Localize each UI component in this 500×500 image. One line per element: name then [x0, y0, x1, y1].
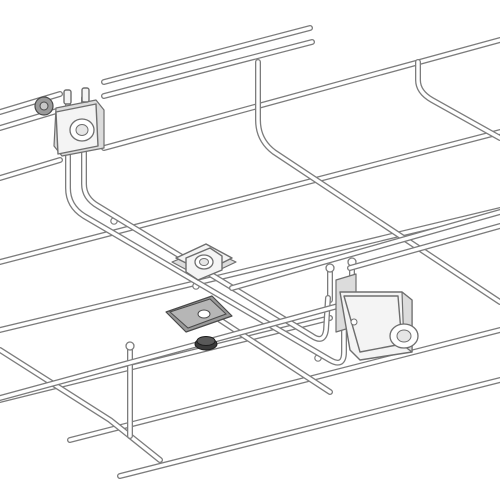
tray-far-rim-wires: [0, 25, 315, 131]
top-left-clamp-icon: [34, 87, 105, 157]
wire-mesh-tray: [0, 25, 500, 479]
right-clamp-icon: [335, 273, 419, 361]
bottom-plate-icon: [165, 295, 233, 351]
tray-cross-wires: [0, 37, 500, 479]
center-clamp-icon: [171, 243, 237, 281]
tray-longitudinal-wires: [0, 59, 500, 463]
